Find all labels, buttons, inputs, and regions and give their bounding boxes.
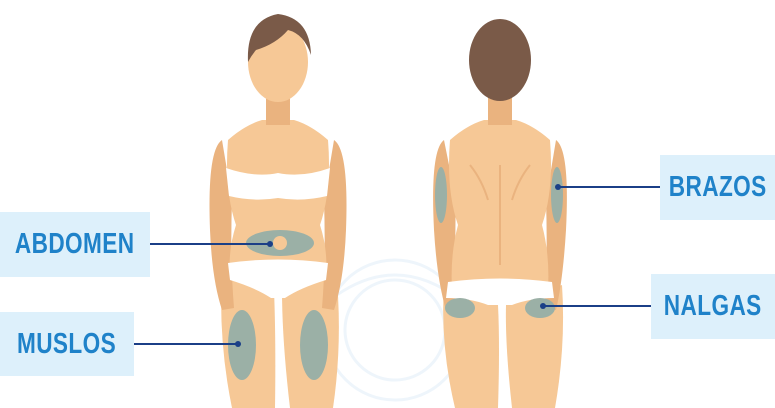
right-thigh-zone xyxy=(300,310,328,380)
abdomen-label: ABDOMEN xyxy=(15,228,135,261)
muslos-leader-dot xyxy=(235,341,241,347)
nalgas-leader-dot xyxy=(540,303,546,309)
muslos-label-box: MUSLOS xyxy=(0,312,134,376)
right-arm-zone xyxy=(551,167,563,223)
left-buttock-zone xyxy=(445,298,475,318)
muslos-label: MUSLOS xyxy=(17,328,116,361)
left-arm-zone xyxy=(435,167,447,223)
back-figure xyxy=(433,19,567,408)
brazos-label-box: BRAZOS xyxy=(660,155,775,220)
back-head xyxy=(469,19,531,101)
front-figure xyxy=(210,14,347,408)
nalgas-label: NALGAS xyxy=(664,290,762,323)
abdomen-label-box: ABDOMEN xyxy=(0,212,150,277)
navel xyxy=(273,236,287,250)
brazos-label: BRAZOS xyxy=(669,171,767,204)
brazos-leader-dot xyxy=(555,184,561,190)
nalgas-label-box: NALGAS xyxy=(651,274,775,339)
right-buttock-zone xyxy=(525,298,555,318)
abdomen-leader-dot xyxy=(267,241,273,247)
